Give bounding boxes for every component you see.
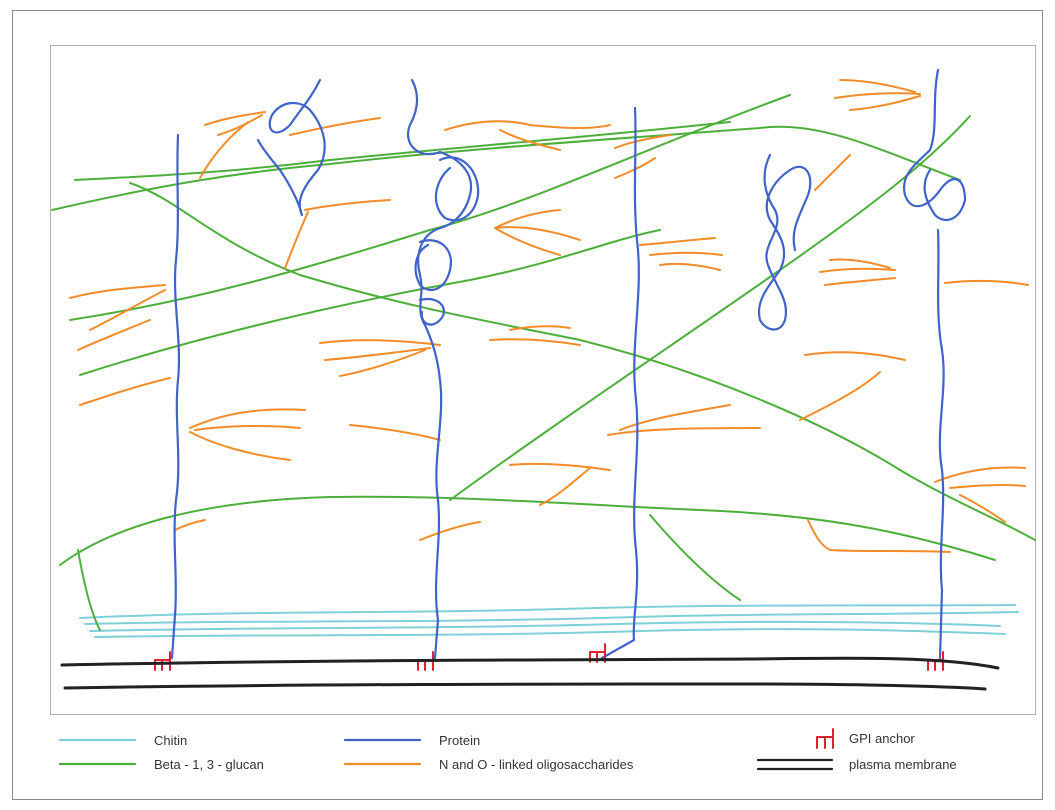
- protein-strand: [902, 68, 967, 660]
- oligosaccharide-chain: [944, 279, 1029, 286]
- oligosaccharide-chain: [799, 351, 906, 421]
- proteins: [170, 68, 967, 660]
- oligosaccharide-chain: [419, 521, 481, 541]
- oligosaccharide-chain: [199, 111, 266, 179]
- oligosaccharide-chain: [807, 519, 951, 553]
- oligosaccharide-chain: [349, 424, 441, 441]
- oligosaccharide-chain: [319, 339, 441, 377]
- plasma-membrane: [60, 656, 1000, 691]
- oligosaccharide-chain: [494, 209, 581, 256]
- chitin-fiber: [94, 628, 1006, 638]
- oligosaccharide-chain: [284, 117, 391, 269]
- legend-oligosaccharide: N and O - linked oligosaccharides: [425, 755, 633, 773]
- legend-glucan-label: Beta - 1, 3 - glucan: [154, 756, 264, 772]
- oligosaccharide-chain: [819, 258, 896, 286]
- protein-strand: [757, 153, 812, 331]
- gpi-anchor: [154, 651, 171, 671]
- oligosaccharide-chain: [174, 519, 206, 531]
- glucan-fiber: [51, 125, 961, 211]
- protein-strand: [256, 78, 326, 217]
- oligosaccharide-chain: [639, 237, 723, 271]
- legend-chitin: Chitin: [140, 731, 187, 749]
- legend-gpi: GPI anchor: [835, 729, 915, 747]
- glucan-fiber: [79, 229, 661, 376]
- protein-strand: [600, 106, 640, 660]
- glucan-fiber: [649, 514, 741, 601]
- legend-protein: Protein: [425, 731, 480, 749]
- oligosaccharide-chain: [934, 466, 1026, 523]
- legend-gpi-swatch: [816, 728, 834, 749]
- glucan-fiber: [449, 115, 971, 501]
- chitin-fibers: [79, 604, 1019, 638]
- chitin-fiber: [84, 611, 1019, 625]
- legend-swatches: [58, 728, 834, 771]
- oligosaccharide-chain: [79, 377, 171, 406]
- oligosaccharide-chain: [444, 120, 611, 151]
- membrane-line-outer: [60, 656, 1000, 670]
- legend-membrane-label: plasma membrane: [849, 756, 957, 772]
- membrane-line-inner: [63, 682, 987, 691]
- legend-oligosaccharide-label: N and O - linked oligosaccharides: [439, 756, 634, 772]
- oligosaccharide-chain: [189, 408, 306, 461]
- protein-strand: [407, 78, 473, 660]
- oligosaccharide-chain: [489, 325, 581, 346]
- glucan-fiber: [59, 495, 996, 566]
- oligosaccharide-chain: [834, 79, 921, 111]
- oligosaccharide-chains: [69, 79, 1029, 553]
- legend-membrane: plasma membrane: [835, 755, 957, 773]
- legend-protein-label: Protein: [439, 732, 481, 748]
- oligosaccharide-chain: [69, 284, 166, 351]
- glucan-fiber: [69, 94, 791, 321]
- legend-chitin-label: Chitin: [154, 732, 188, 748]
- legend-glucan: Beta - 1, 3 - glucan: [140, 755, 264, 773]
- chitin-fiber: [79, 604, 1016, 619]
- chitin-fiber: [89, 620, 1001, 632]
- oligosaccharide-chain: [607, 404, 761, 436]
- oligosaccharide-chain: [814, 154, 851, 191]
- glucan-fiber: [129, 182, 1036, 541]
- legend-gpi-label: GPI anchor: [849, 730, 915, 746]
- glucan-fiber: [77, 549, 101, 631]
- glucan-fibers: [51, 94, 1036, 631]
- oligosaccharide-chain: [614, 134, 671, 179]
- oligosaccharide-chain: [509, 462, 611, 506]
- protein-strand: [414, 156, 480, 326]
- protein-strand: [170, 133, 181, 660]
